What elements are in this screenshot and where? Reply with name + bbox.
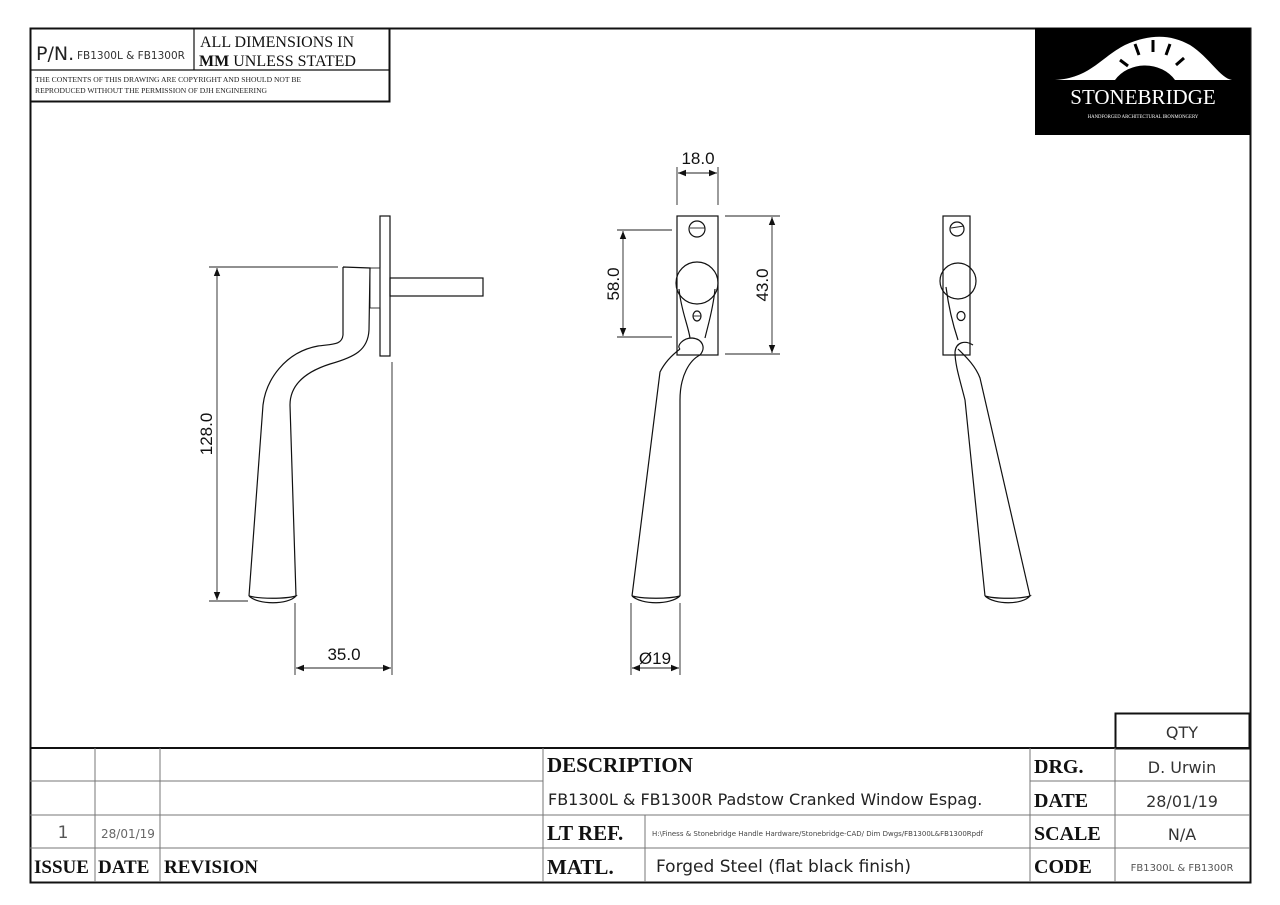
screw-icon <box>949 221 965 237</box>
scale-label: SCALE <box>1034 823 1101 845</box>
rev-issue-1: 1 <box>58 823 69 843</box>
dim-43: 43.0 <box>753 268 772 301</box>
dim-58: 58.0 <box>604 267 623 300</box>
dim-35: 35.0 <box>327 645 360 664</box>
stonebridge-logo: STONEBRIDGE HANDFORGED ARCHITECTURAL IRO… <box>1035 28 1250 135</box>
drg-value: D. Urwin <box>1148 758 1216 777</box>
knob <box>675 261 719 305</box>
dims-note-line2: MM UNLESS STATED <box>199 53 356 70</box>
drawing-frame <box>29 27 1252 884</box>
logo-tagline: HANDFORGED ARCHITECTURAL IRONMONGERY <box>1088 115 1199 120</box>
copyright-line2: REPRODUCED WITHOUT THE PERMISSION OF DJH… <box>35 86 268 95</box>
code-label: CODE <box>1034 856 1092 878</box>
dim-18: 18.0 <box>681 149 714 168</box>
handle-side <box>248 266 371 597</box>
matl-label: MATL. <box>547 855 614 879</box>
code-value: FB1300L & FB1300R <box>1131 863 1234 874</box>
pn-prefix: P/N. <box>36 43 74 65</box>
dims-rest: UNLESS STATED <box>229 53 356 70</box>
date-header: DATE <box>98 857 149 878</box>
handle-front <box>631 337 704 597</box>
dim-128: 128.0 <box>197 413 216 456</box>
description-value: FB1300L & FB1300R Padstow Cranked Window… <box>548 790 982 809</box>
revision-header: REVISION <box>164 857 258 878</box>
rev-date-1: 28/01/19 <box>101 827 155 841</box>
issue-header: ISSUE <box>34 857 89 878</box>
front-view: 18.0 58.0 43.0 Ø19 <box>604 149 780 675</box>
pn-value: FB1300L & FB1300R <box>77 50 185 62</box>
lt-ref-label: LT REF. <box>547 821 623 845</box>
drg-label: DRG. <box>1034 756 1083 778</box>
dims-mm: MM <box>199 53 229 70</box>
dim-diameter-19: Ø19 <box>639 649 671 668</box>
description-label: DESCRIPTION <box>547 753 693 777</box>
backplate-side <box>379 215 391 357</box>
copyright-line1: THE CONTENTS OF THIS DRAWING ARE COPYRIG… <box>35 75 301 84</box>
side-view: 128.0 35.0 <box>197 215 484 675</box>
lt-ref-value: H:\Finess & Stonebridge Handle Hardware/… <box>652 830 984 838</box>
date-value: 28/01/19 <box>1146 792 1218 811</box>
logo-name: STONEBRIDGE <box>1070 85 1215 109</box>
screw-icon <box>688 220 706 238</box>
spindle <box>389 277 484 297</box>
scale-value: N/A <box>1168 825 1196 844</box>
matl-value: Forged Steel (flat black finish) <box>656 857 911 877</box>
dims-note-line1: ALL DIMENSIONS IN <box>200 34 355 51</box>
header-box: P/N. FB1300L & FB1300R ALL DIMENSIONS IN… <box>29 27 391 103</box>
date-label: DATE <box>1034 790 1088 812</box>
title-block: 1 28/01/19 ISSUE DATE REVISION DESCRIPTI… <box>30 712 1251 882</box>
qty-label: QTY <box>1166 723 1198 742</box>
mirror-view <box>939 215 1032 604</box>
